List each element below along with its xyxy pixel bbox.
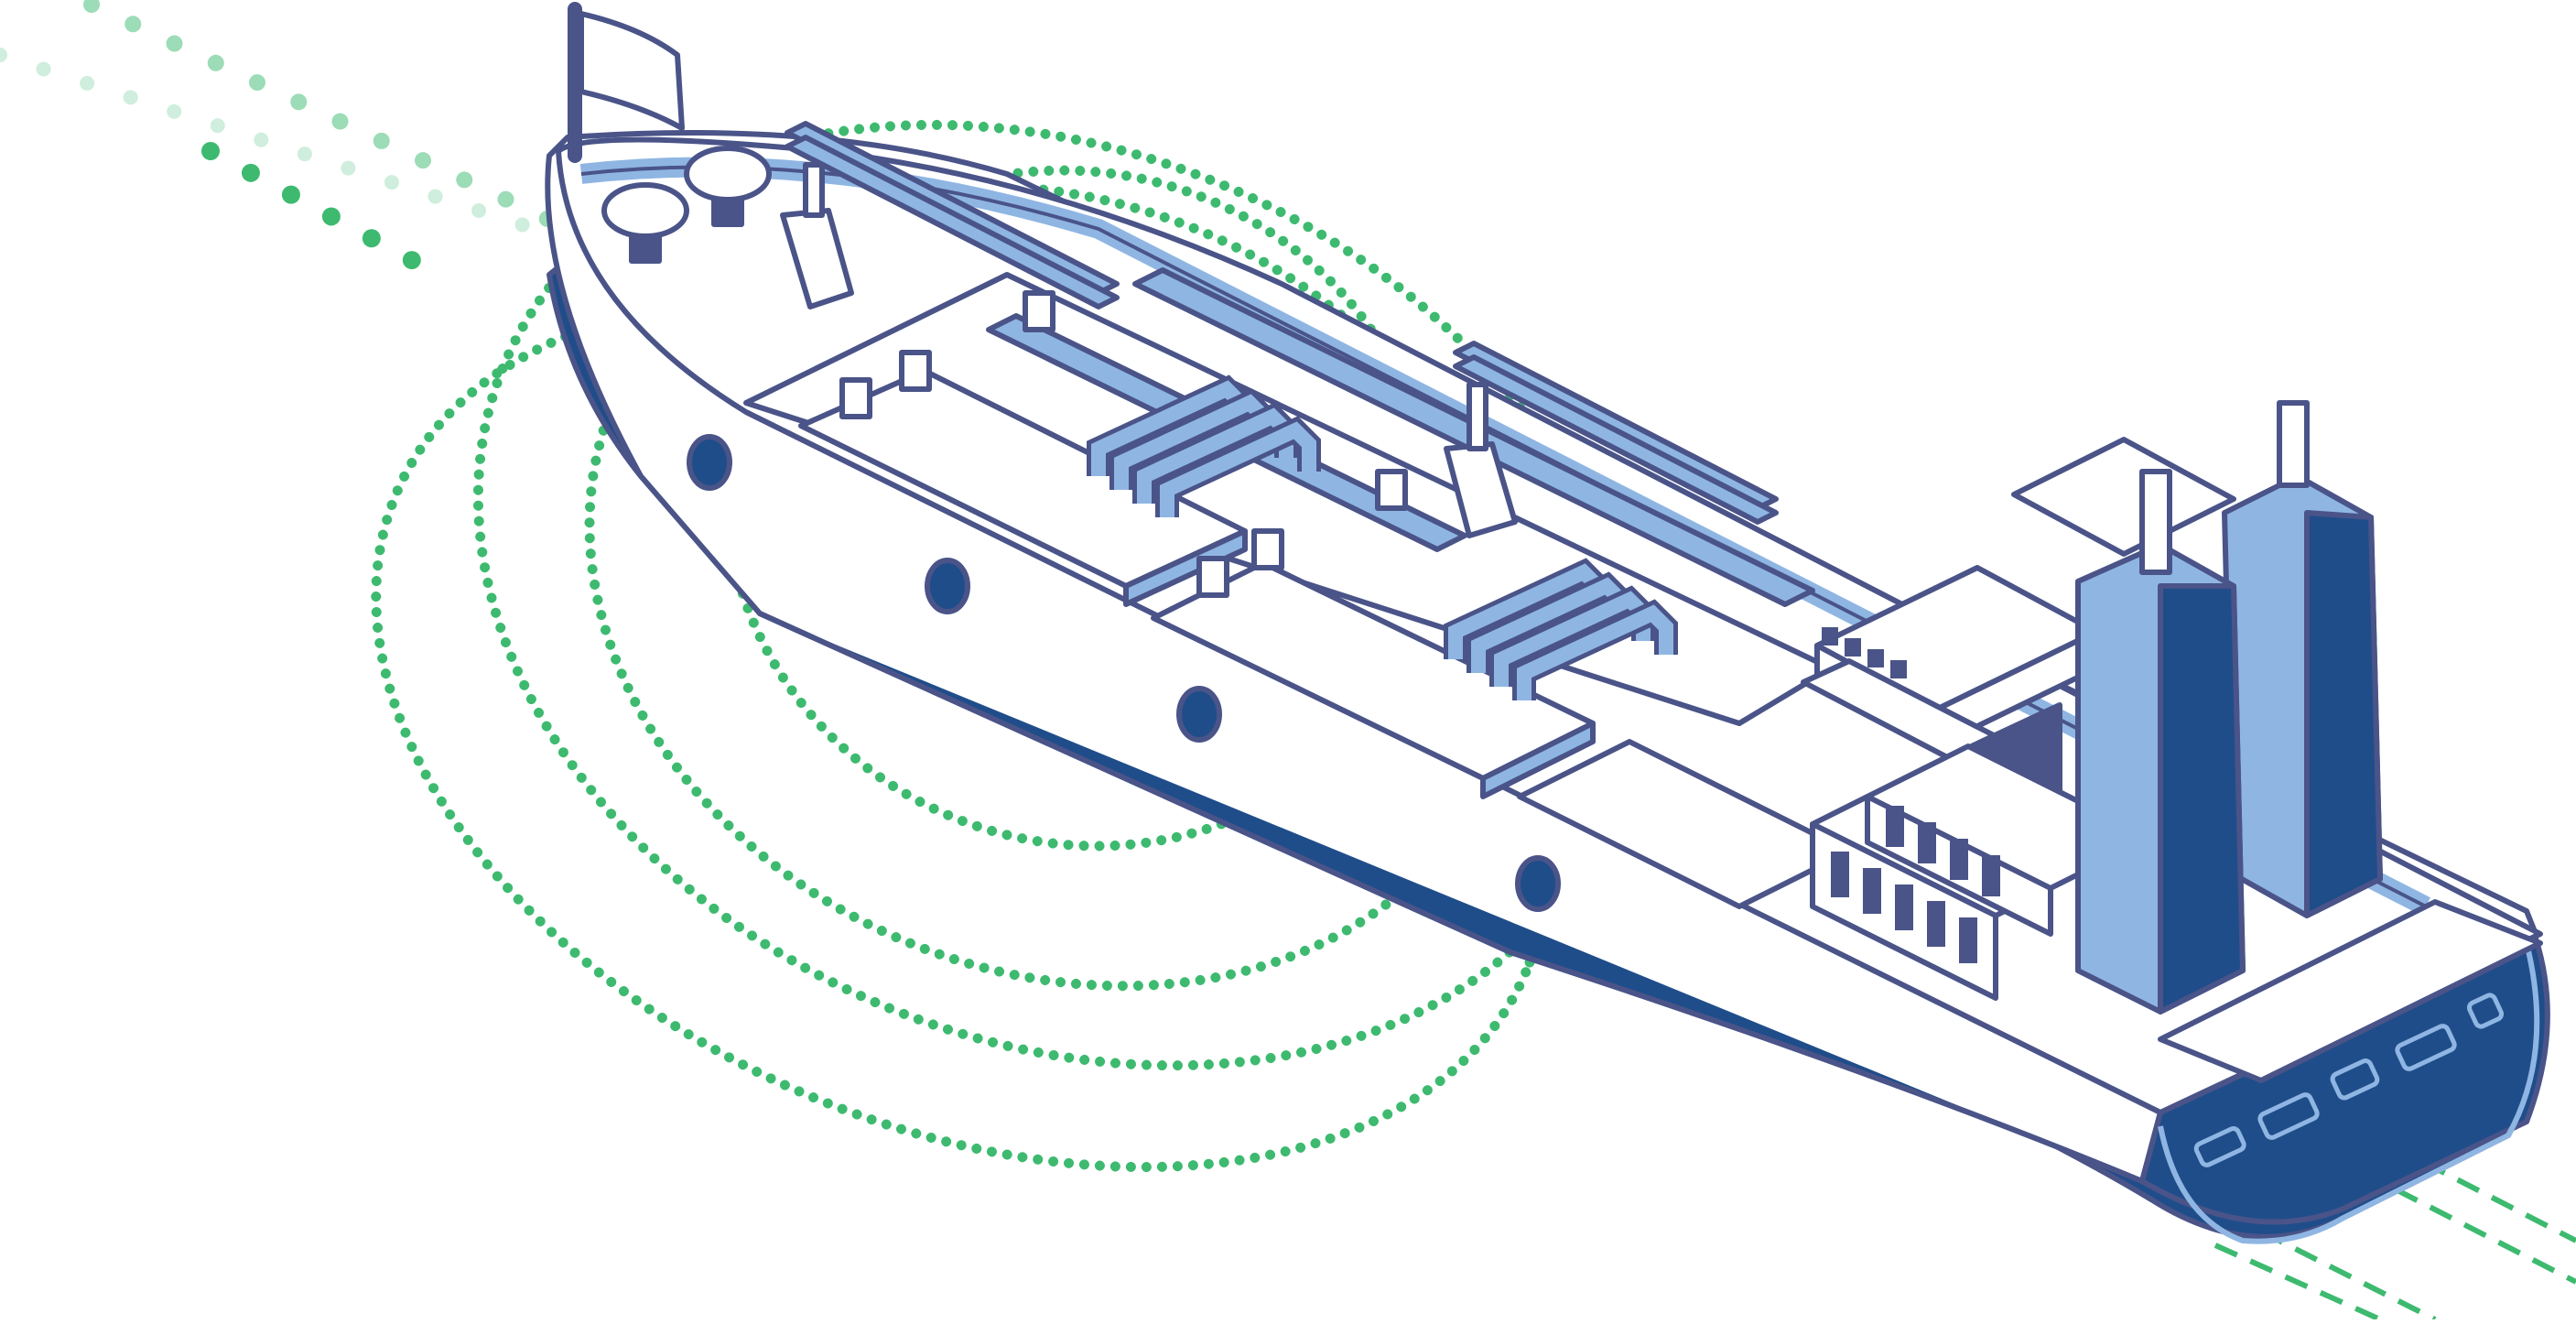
pipe-bundle: [1087, 374, 1321, 517]
aft-deck: [2158, 899, 2543, 1083]
flag-icon: [568, 2, 685, 163]
radar-dome-icon: [601, 146, 772, 264]
stern-outline: [2158, 942, 2540, 1244]
wake-trail-icon: [0, 0, 557, 279]
porthole-icon: [687, 434, 1561, 912]
deck-fittings: [839, 290, 1408, 598]
pipe-bundle: [1444, 558, 1678, 700]
crane: [780, 121, 1779, 538]
hull-stern-dark: [757, 611, 2550, 1225]
smokestack-icon: [2075, 400, 2383, 1015]
stern-windows: [2193, 993, 2505, 1167]
window-row: [1822, 627, 2000, 963]
